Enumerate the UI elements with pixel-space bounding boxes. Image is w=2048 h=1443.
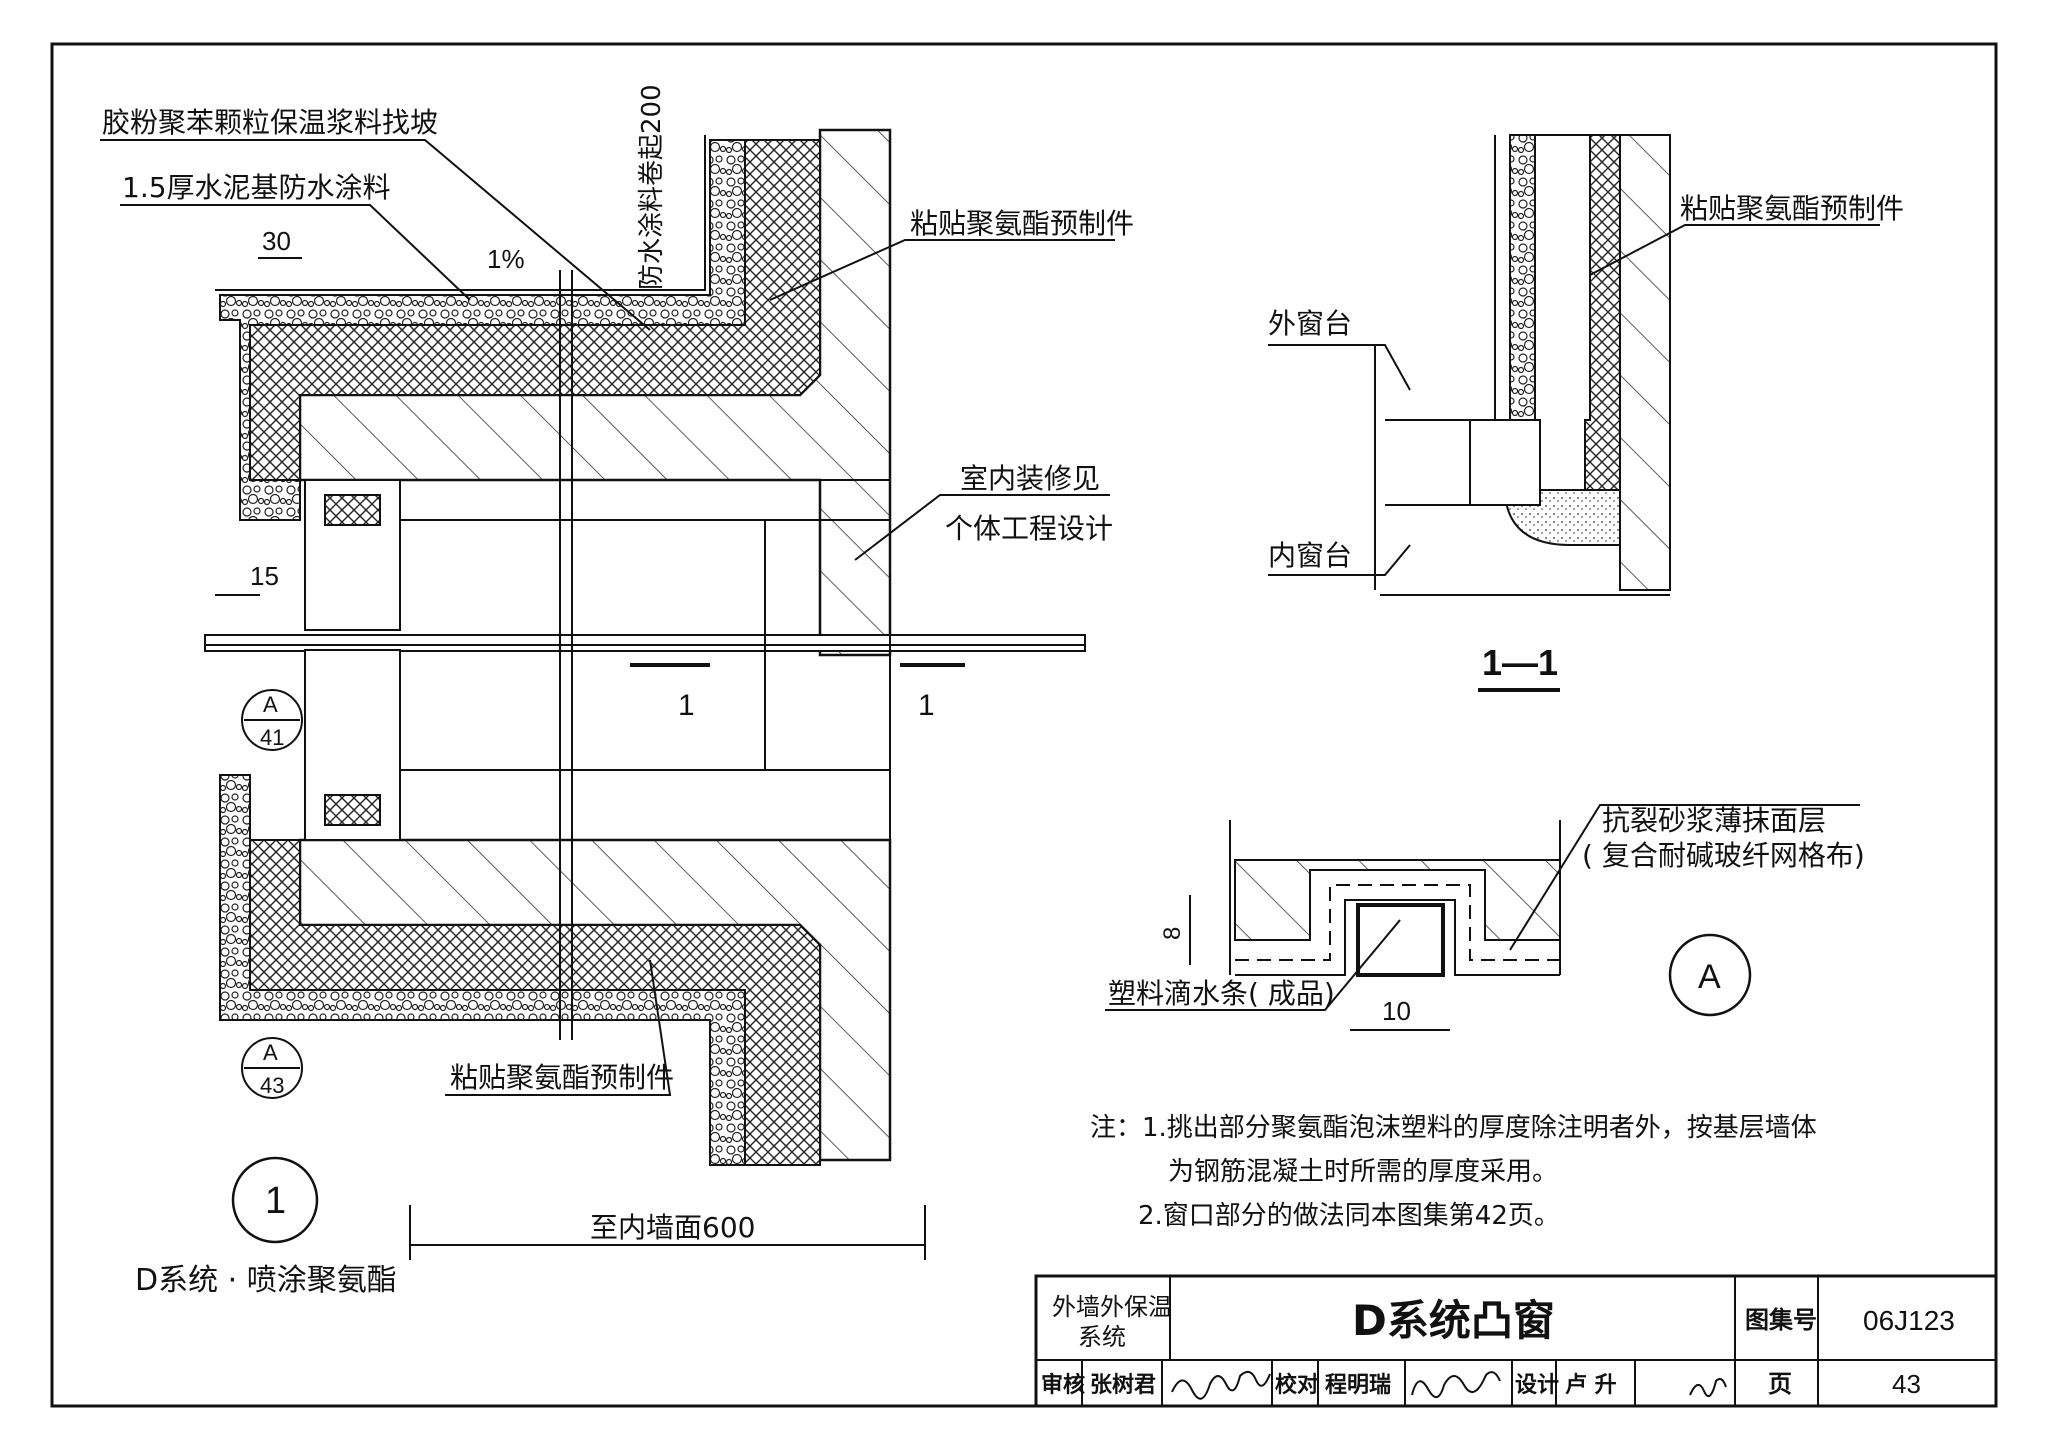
section-label-pu: 粘贴聚氨酯预制件 bbox=[1680, 192, 1904, 225]
section-1-1: 粘贴聚氨酯预制件 外窗台 内窗台 1—1 bbox=[1268, 134, 1904, 692]
tb-title: D系统凸窗 bbox=[1352, 1296, 1555, 1345]
leader-detail-a-mortar bbox=[1509, 804, 1860, 951]
tb-design-name: 卢 升 bbox=[1565, 1372, 1617, 1398]
leader-pu-top bbox=[769, 239, 1115, 301]
detail-a-label-drip: 塑料滴水条( 成品) bbox=[1108, 977, 1335, 1010]
dim-30: 30 bbox=[262, 226, 291, 256]
slope: 1% bbox=[487, 244, 525, 274]
leader-mortar bbox=[100, 139, 651, 331]
section-label-inner-sill: 内窗台 bbox=[1268, 539, 1352, 572]
section-mark-left: 1 bbox=[678, 689, 695, 722]
label-interior-2: 个体工程设计 bbox=[945, 512, 1113, 545]
tb-category-2: 系统 bbox=[1078, 1323, 1126, 1351]
label-polyurethane-bottom: 粘贴聚氨酯预制件 bbox=[450, 1061, 674, 1094]
dim-600: 至内墙面600 bbox=[590, 1211, 755, 1244]
frame-glazing-lower bbox=[324, 794, 381, 826]
title-block: 外墙外保温 系统 D系统凸窗 图集号 06J123 审核 张树君 校对 程明瑞 … bbox=[1034, 1274, 1998, 1408]
window-band-top bbox=[204, 634, 1086, 646]
section-frame bbox=[1469, 419, 1541, 506]
tb-check-signature bbox=[1411, 1371, 1501, 1398]
tb-category-1: 外墙外保温 bbox=[1052, 1293, 1172, 1321]
leader-section-pu bbox=[1589, 224, 1880, 276]
tb-atlas-label: 图集号 bbox=[1745, 1306, 1817, 1334]
detail-a-mortar-line bbox=[1235, 884, 1560, 961]
tb-review-name: 张树君 bbox=[1090, 1372, 1156, 1398]
detail-number: 1 bbox=[265, 1180, 286, 1222]
tb-page-number: 43 bbox=[1892, 1369, 1921, 1399]
leader-outer-sill bbox=[1268, 344, 1411, 391]
detail-caption: D系统 · 喷涂聚氨酯 bbox=[135, 1263, 397, 1298]
tb-review-signature bbox=[1171, 1370, 1271, 1400]
section-pebble bbox=[1509, 134, 1536, 421]
notes: 注：1.挑出部分聚氨酯泡沫塑料的厚度除注明者外，按基层墙体 为钢筋混凝土时所需的… bbox=[1090, 1113, 1817, 1231]
lower-pebble-layer bbox=[219, 774, 746, 1166]
main-detail: 1 1 胶粉聚苯颗粒保温浆料找坡 1.5厚水泥基防水涂料 防水涂料卷起200 粘… bbox=[100, 84, 1134, 1298]
note-line-3: 2.窗口部分的做法同本图集第42页。 bbox=[1138, 1201, 1560, 1231]
section-wall bbox=[1619, 134, 1671, 591]
leader-waterproof bbox=[120, 204, 471, 301]
detail-a-marker-circle bbox=[1668, 933, 1752, 1017]
leader-inner-sill bbox=[1268, 544, 1411, 576]
detail-a-drip-strip bbox=[1356, 903, 1445, 977]
tb-check-label: 校对 bbox=[1275, 1372, 1319, 1398]
dim-10: 10 bbox=[1382, 996, 1411, 1026]
detail-number-circle bbox=[231, 1156, 319, 1244]
leader-detail-a-drip bbox=[1105, 919, 1401, 1011]
window-band-bottom bbox=[204, 644, 1086, 652]
detail-a: 抗裂砂浆薄抹面层 ( 复合耐碱玻纤网格布) 塑料滴水条( 成品) 8 10 A bbox=[1105, 804, 1865, 1031]
ref-a43-top: A bbox=[263, 1040, 278, 1065]
label-interior: 室内装修见 bbox=[960, 462, 1100, 495]
sheet-border bbox=[50, 42, 1998, 1408]
label-polyurethane-top: 粘贴聚氨酯预制件 bbox=[910, 207, 1134, 240]
tb-atlas-number: 06J123 bbox=[1863, 1305, 1955, 1336]
upper-polyurethane bbox=[249, 139, 821, 481]
title-block-frame bbox=[1034, 1274, 1998, 1408]
dim-15: 15 bbox=[250, 561, 279, 591]
leader-interior bbox=[854, 494, 1110, 561]
label-waterproof: 1.5厚水泥基防水涂料 bbox=[122, 171, 391, 204]
leader-pu-bottom bbox=[445, 959, 672, 1096]
detail-a-label-mortar: 抗裂砂浆薄抹面层 bbox=[1602, 804, 1826, 837]
ref-a43[interactable]: A 43 bbox=[241, 1037, 303, 1099]
tb-review-label: 审核 bbox=[1041, 1372, 1085, 1398]
tb-design-signature bbox=[1689, 1378, 1727, 1398]
ref-a41[interactable]: A 41 bbox=[241, 689, 303, 751]
section-mark-right: 1 bbox=[918, 689, 935, 722]
tb-page-label: 页 bbox=[1768, 1370, 1792, 1398]
ref-a41-bottom: 41 bbox=[260, 725, 284, 750]
section-title: 1—1 bbox=[1482, 642, 1558, 683]
label-top-mortar: 胶粉聚苯颗粒保温浆料找坡 bbox=[102, 106, 438, 139]
detail-a-marker: A bbox=[1698, 958, 1721, 996]
detail-a-label-mesh: ( 复合耐碱玻纤网格布) bbox=[1582, 839, 1865, 872]
upper-waterproof-line bbox=[215, 135, 706, 291]
ref-a43-bottom: 43 bbox=[260, 1073, 284, 1098]
tb-design-label: 设计 bbox=[1515, 1373, 1559, 1398]
frame-glazing-upper bbox=[324, 494, 381, 526]
tb-check-name: 程明瑞 bbox=[1325, 1373, 1391, 1398]
section-polyurethane bbox=[1535, 134, 1621, 511]
dim-8: 8 bbox=[1159, 927, 1186, 940]
label-waterproof-up: 防水涂料卷起200 bbox=[637, 84, 667, 290]
note-line-2: 为钢筋混凝土时所需的厚度采用。 bbox=[1168, 1157, 1558, 1187]
ref-a41-top: A bbox=[263, 692, 278, 717]
section-label-outer-sill: 外窗台 bbox=[1268, 307, 1352, 340]
note-line-1: 注：1.挑出部分聚氨酯泡沫塑料的厚度除注明者外，按基层墙体 bbox=[1090, 1113, 1817, 1143]
detail-a-finish-line bbox=[1235, 899, 1560, 976]
